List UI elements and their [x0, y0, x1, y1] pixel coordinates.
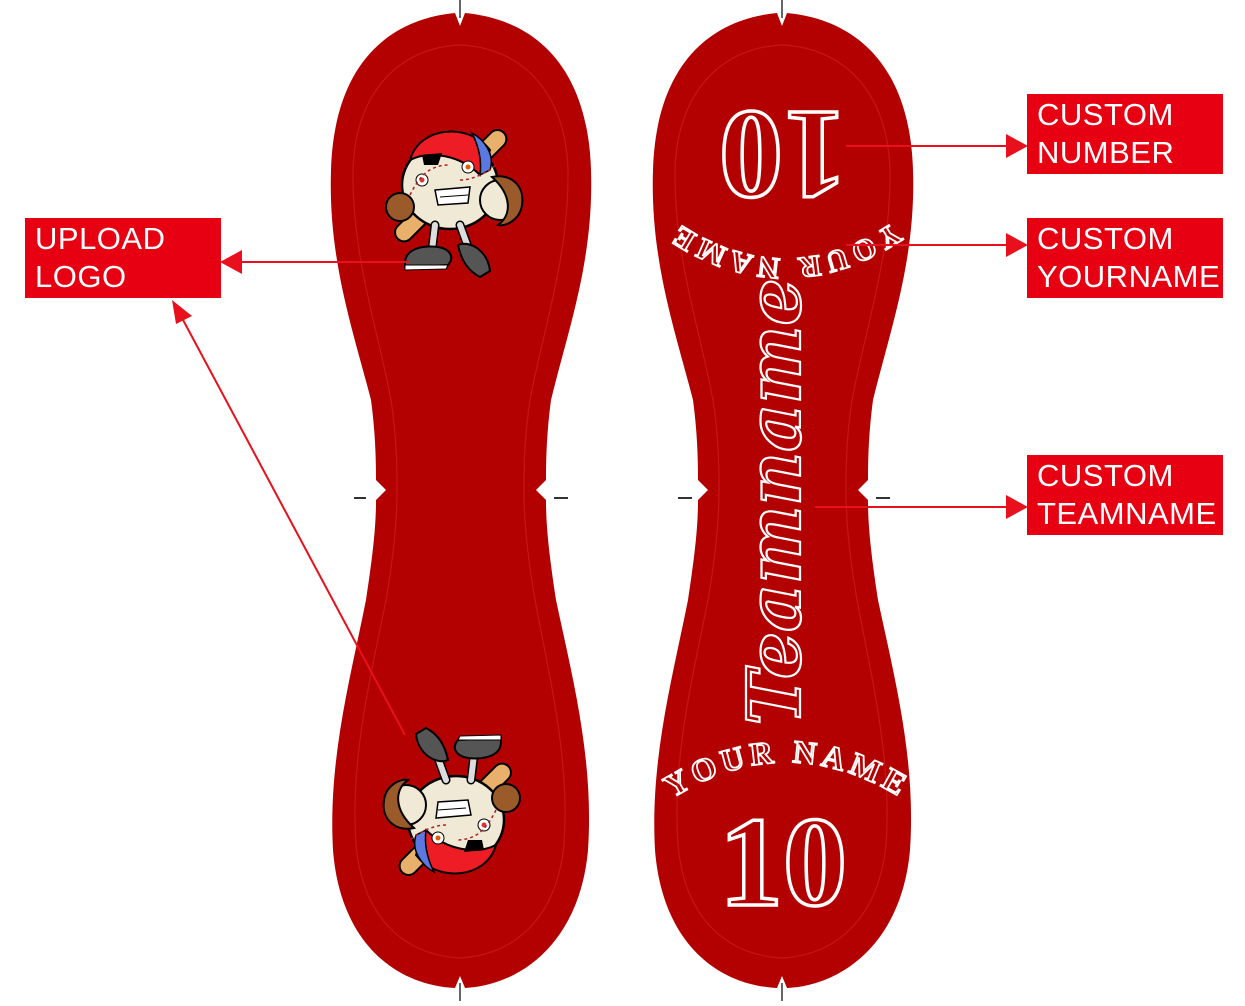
right-sock-panel: 10 YOUR NAME Teamname YOUR NAME 10 — [652, 0, 914, 1001]
callout-line2: TEAMNAME — [1037, 496, 1217, 531]
number-top: 10 — [719, 84, 847, 226]
team-name-vertical: Teamname — [732, 278, 818, 725]
callout-line1: CUSTOM — [1037, 97, 1174, 132]
upload-logo-callout[interactable]: UPLOAD LOGO — [25, 218, 221, 298]
callout-arrows — [172, 134, 1028, 736]
left-sock-panel — [330, 0, 592, 1001]
callout-line1: CUSTOM — [1037, 458, 1174, 493]
custom-number-callout[interactable]: CUSTOM NUMBER — [1027, 94, 1223, 174]
callout-line2: NUMBER — [1037, 135, 1175, 170]
custom-teamname-callout[interactable]: CUSTOM TEAMNAME — [1027, 455, 1223, 535]
callout-line2: YOURNAME — [1037, 259, 1221, 294]
custom-yourname-callout[interactable]: CUSTOM YOURNAME — [1027, 218, 1223, 298]
callout-line1: CUSTOM — [1037, 221, 1174, 256]
number-bottom: 10 — [719, 791, 847, 933]
callout-line2: LOGO — [35, 259, 127, 294]
callout-line1: UPLOAD — [35, 221, 166, 256]
